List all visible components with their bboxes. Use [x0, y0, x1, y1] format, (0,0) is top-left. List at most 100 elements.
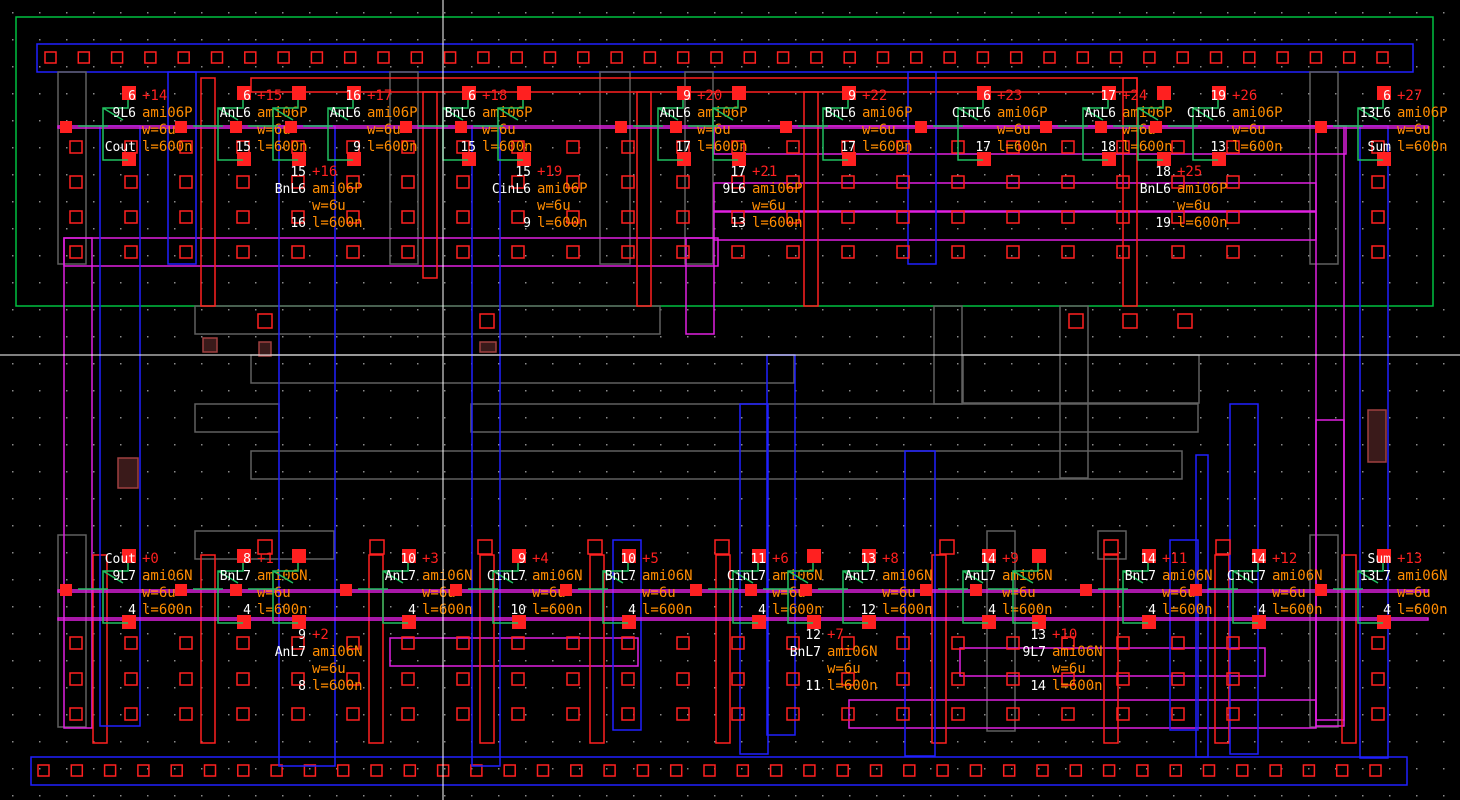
gate-contact	[1190, 584, 1202, 596]
diffusion-contact	[676, 672, 690, 686]
grid-dot	[1227, 201, 1229, 203]
transistor-contact	[1252, 549, 1266, 563]
grid-dot	[417, 552, 419, 554]
rail-contact	[1202, 764, 1216, 777]
diffusion-contact	[621, 707, 635, 721]
grid-dot	[1119, 579, 1121, 581]
grid-dot	[66, 795, 68, 797]
grid-dot	[579, 12, 581, 14]
grid-dot	[849, 633, 851, 635]
drain-net-label: 10	[400, 552, 416, 567]
grid-dot	[687, 552, 689, 554]
grid-dot	[525, 336, 527, 338]
diffusion-contact	[401, 175, 415, 189]
grid-dot	[1092, 363, 1094, 365]
grid-dot	[957, 390, 959, 392]
grid-dot	[741, 255, 743, 257]
grid-dot	[1362, 147, 1364, 149]
grid-dot	[1119, 498, 1121, 500]
grid-dot	[1308, 93, 1310, 95]
grid-dot	[957, 201, 959, 203]
grid-dot	[525, 201, 527, 203]
transistor-model: ami06N	[1162, 568, 1213, 584]
grid-dot	[903, 525, 905, 527]
grid-dot	[633, 390, 635, 392]
grid-dot	[1173, 687, 1175, 689]
transistor-width: w=6u	[697, 122, 731, 138]
grid-dot	[741, 444, 743, 446]
grid-dot	[1011, 228, 1013, 230]
grid-dot	[174, 579, 176, 581]
diffusion-contact	[786, 245, 800, 259]
grid-dot	[579, 552, 581, 554]
diffusion-contact	[401, 707, 415, 721]
grid-dot	[1308, 147, 1310, 149]
grid-dot	[1254, 768, 1256, 770]
gate-net-label: 9L6	[113, 106, 136, 121]
rail-contact	[743, 51, 757, 64]
grid-dot	[336, 201, 338, 203]
grid-dot	[1011, 444, 1013, 446]
diffusion-contact	[456, 175, 470, 189]
grid-dot	[1092, 39, 1094, 41]
rail-contact	[803, 764, 816, 777]
grid-dot	[201, 552, 203, 554]
transistor-symbol	[708, 563, 759, 624]
grid-dot	[228, 336, 230, 338]
source-net-label: 9	[523, 216, 531, 231]
grid-dot	[147, 795, 149, 797]
grid-dot	[1065, 147, 1067, 149]
via-contact	[1103, 539, 1119, 555]
via-contact	[714, 539, 730, 555]
transistor-width: w=6u	[537, 198, 571, 214]
grid-dot	[1011, 579, 1013, 581]
grid-dot	[1281, 39, 1283, 41]
transistor-width: w=6u	[1397, 585, 1431, 601]
grid-dot	[579, 120, 581, 122]
grid-dot	[822, 768, 824, 770]
transistor-symbol	[798, 100, 849, 161]
rail-contact	[703, 764, 716, 777]
grid-dot	[1065, 768, 1067, 770]
diffusion-contact	[951, 672, 965, 686]
grid-dot	[1119, 687, 1121, 689]
grid-dot	[120, 660, 122, 662]
grid-dot	[120, 174, 122, 176]
drain-net-label: 15	[290, 165, 306, 180]
active-outline	[389, 71, 419, 265]
grid-dot	[1443, 120, 1445, 122]
drain-net-label: 10	[620, 552, 636, 567]
grid-dot	[282, 606, 284, 608]
grid-dot	[741, 309, 743, 311]
grid-dot	[93, 66, 95, 68]
grid-dot	[444, 471, 446, 473]
rail-contact	[1276, 51, 1289, 64]
active-outline	[57, 534, 87, 728]
gate-contact	[230, 121, 242, 133]
